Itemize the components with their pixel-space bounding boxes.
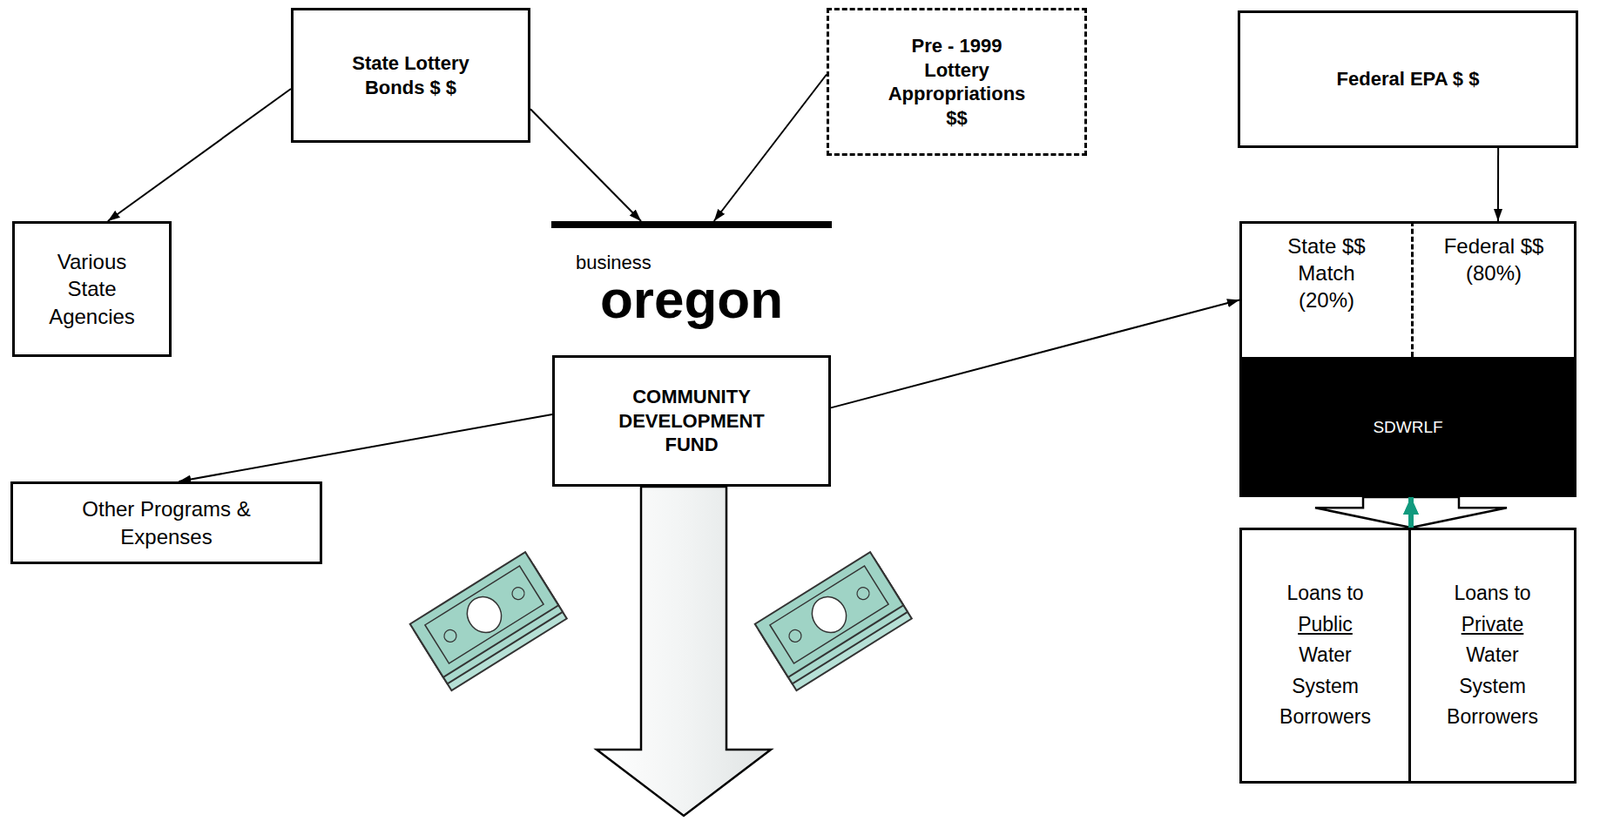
flow-arrow (178, 414, 553, 482)
word: Private (1461, 613, 1525, 636)
recipient-box: Various State Agencies (12, 221, 172, 358)
box-text: Loans to Public Water System Borrowers (1271, 578, 1380, 734)
flow-arrow (714, 74, 827, 223)
flow-arrow (530, 108, 642, 222)
money-stack (755, 552, 912, 691)
fund-band: SDWRLF (1239, 357, 1577, 498)
word: Loans (1286, 581, 1342, 605)
box-text: Federal EPA $ $ (1336, 67, 1480, 92)
logo-text: oregon (600, 272, 784, 327)
hollow-arrow (1315, 497, 1411, 528)
source-box: Federal EPA $ $ (1237, 10, 1579, 149)
match-cell: Federal $$ (80%) (1410, 221, 1577, 358)
bill-portrait (805, 590, 853, 640)
flow-arrow (108, 88, 291, 222)
loan-box: Loans to Public Water System Borrowers (1239, 527, 1411, 784)
money-stack (410, 552, 568, 691)
logo-box: businessoregon (551, 221, 832, 352)
bill-body (410, 552, 559, 678)
big-down-arrow (596, 486, 771, 817)
loan-box: Loans to Private Water System Borrowers (1410, 527, 1577, 784)
word: to (1346, 581, 1364, 605)
fund-box: COMMUNITY DEVELOPMENT FUND (552, 355, 831, 487)
word: Borrowers (1446, 705, 1539, 729)
box-text: State Lottery Bonds $ $ (341, 51, 481, 100)
bill-portrait (460, 590, 508, 640)
source-box: State Lottery Bonds $ $ (290, 7, 531, 143)
bill-seal (509, 585, 527, 602)
repayment-arrow (1408, 497, 1414, 528)
box-text: Various State Agencies (40, 248, 145, 331)
source-box: Pre - 1999 Lottery Appropriations $$ (826, 7, 1087, 156)
logo-text: business (575, 253, 652, 273)
box-text: Federal $$ (80%) (1441, 232, 1546, 287)
word: System (1291, 675, 1359, 698)
recipient-box: Other Programs & Expenses (10, 481, 323, 565)
word: Water (1465, 643, 1519, 667)
box-text: Loans to Private Water System Borrowers (1438, 578, 1547, 734)
word: System (1458, 675, 1526, 698)
word: Borrowers (1279, 705, 1371, 729)
flow-arrow (830, 299, 1240, 408)
hollow-arrow (1410, 497, 1507, 528)
match-cell: State $$ Match (20%) (1239, 221, 1411, 358)
bill-body (755, 552, 904, 678)
box-text: State $$ Match (20%) (1274, 232, 1379, 315)
bill-seal (854, 585, 871, 602)
box-text: SDWRLF (1372, 418, 1443, 438)
bill (755, 552, 904, 678)
repayment-arrow (1408, 497, 1414, 528)
box-text: Pre - 1999 Lottery Appropriations $$ (884, 33, 1029, 130)
word: to (1513, 581, 1531, 605)
flow-arrow (1497, 148, 1499, 222)
bill-frame (769, 566, 889, 664)
word: Loans (1453, 581, 1509, 605)
box-text: Other Programs & Expenses (70, 495, 263, 550)
word: Water (1298, 643, 1352, 667)
bill-seal (786, 627, 804, 645)
bill-frame (425, 566, 544, 664)
word: Public (1297, 613, 1353, 636)
bill-seal (441, 627, 459, 645)
bill (410, 552, 559, 678)
box-text: COMMUNITY DEVELOPMENT FUND (604, 384, 779, 458)
